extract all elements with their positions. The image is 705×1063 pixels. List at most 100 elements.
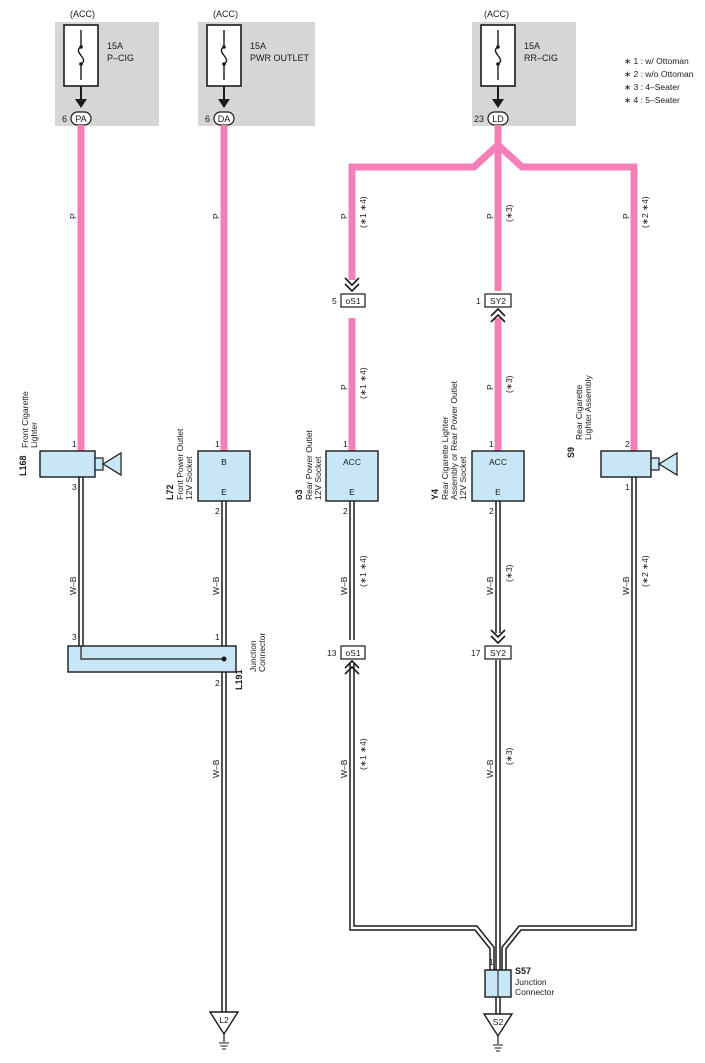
component-y4-rear-cigarette-lighter-or-outlet: ACC E 1 2 Y4 Rear Cigarette Lighter Asse…: [430, 380, 525, 516]
pin-number: 1: [625, 482, 630, 492]
wire-color-label: P: [485, 213, 495, 219]
terminal-label: B: [221, 457, 227, 467]
fuse-pin: 23: [474, 114, 484, 124]
fuse-connector-label: PA: [75, 114, 86, 124]
connector-pin: 17: [471, 648, 481, 658]
component-name: Connector: [515, 987, 554, 997]
terminal-label: E: [495, 487, 501, 497]
fuse-amp: 15A: [250, 41, 266, 51]
pin-number: 2: [343, 506, 348, 516]
wire-color-label: P: [339, 384, 349, 390]
fuse-name: P–CIG: [107, 53, 134, 63]
terminal-label: ACC: [489, 457, 507, 467]
connector-name: oS1: [345, 648, 360, 658]
connector-name: SY2: [490, 296, 506, 306]
component-name: 12V Socket: [184, 456, 194, 500]
pin-number: 3: [72, 632, 77, 642]
pin-number: 2: [215, 506, 220, 516]
wire-labels-bottom: W–B W–B W–B (∗1 ∗4) W–B (∗3) W–B (∗2 ∗4)…: [68, 555, 650, 778]
pin-number: 1: [489, 957, 494, 967]
terminal-label: E: [349, 487, 355, 497]
wire-color-label: W–B: [485, 576, 495, 595]
legend-note-4: ∗ 4 : 5–Seater: [624, 95, 680, 105]
wire-variant-note: (∗2 ∗4): [640, 555, 650, 587]
ground-symbol-icon: [218, 1042, 230, 1050]
cigarette-lighter-icon: [657, 451, 678, 477]
legend: ∗ 1 : w/ Ottoman ∗ 2 : w/o Ottoman ∗ 3 :…: [624, 56, 694, 105]
wire-color-label: P: [211, 213, 221, 219]
component-name: Junction: [248, 640, 258, 672]
component-l191-junction-connector: 3 1 2 L191 Junction Connector: [67, 632, 267, 690]
component-code: L72: [165, 484, 175, 500]
component-name: Assembly or Rear Power Outlet: [449, 380, 459, 500]
cigarette-lighter-icon: [101, 451, 122, 477]
ground-triangle-icon: [208, 1011, 240, 1036]
fuse-block-rr-cig: (ACC) 15A RR–CIG LD 23: [472, 9, 576, 126]
connector-name: oS1: [345, 296, 360, 306]
wire-color-label: W–B: [621, 576, 631, 595]
pin-number: 1: [72, 439, 77, 449]
wire-color-label: W–B: [211, 759, 221, 778]
component-s9-rear-cigarette-lighter: 2 1 S9 Rear Cigarette Lighter Assembly: [566, 375, 678, 492]
wire-variant-note: (∗3): [504, 747, 514, 765]
component-name: Junction: [515, 977, 547, 987]
component-o3-rear-power-outlet: ACC E 1 2 o3 Rear Power Outlet 12V Socke…: [294, 429, 379, 516]
legend-note-3: ∗ 3 : 4–Seater: [624, 82, 680, 92]
fuse-block-p-cig: (ACC) 15A P–CIG PA 6: [55, 9, 159, 126]
wire-variant-note: (∗3): [504, 375, 514, 393]
legend-note-2: ∗ 2 : w/o Ottoman: [624, 69, 694, 79]
wire-variant-note: (∗1 ∗4): [358, 196, 368, 228]
component-name: Rear Cigarette: [574, 384, 584, 440]
wire-color-label: W–B: [68, 576, 78, 595]
wire-p-to-os1: [348, 142, 501, 280]
pin-number: 2: [215, 678, 220, 688]
legend-note-1: ∗ 1 : w/ Ottoman: [624, 56, 689, 66]
wire-color-label: W–B: [211, 576, 221, 595]
fuse-name: PWR OUTLET: [250, 53, 310, 63]
pin-number: 1: [343, 439, 348, 449]
pin-number: 2: [489, 506, 494, 516]
terminal-label: E: [221, 487, 227, 497]
wire-color-label: P: [68, 213, 78, 219]
component-l72-front-power-outlet: B E 1 2 L72 Front Power Outlet 12V Socke…: [165, 428, 251, 516]
component-s57-junction-connector: 1 S57 Junction Connector: [484, 957, 554, 998]
pin-number: 2: [625, 439, 630, 449]
wire-variant-note: (∗1 ∗4): [358, 738, 368, 770]
component-name: Connector: [257, 633, 267, 672]
fuse-amp: 15A: [524, 41, 540, 51]
component-code: S9: [566, 447, 576, 458]
component-code: Y4: [430, 489, 440, 500]
component-name: Rear Power Outlet: [304, 429, 314, 500]
terminal-label: ACC: [343, 457, 361, 467]
wire-variant-note: (∗1 ∗4): [358, 555, 368, 587]
component-code: L168: [18, 455, 28, 476]
ground-point-s2: S2: [482, 1013, 514, 1052]
connector-pin: 13: [327, 648, 337, 658]
fuse-connector-label: DA: [218, 114, 231, 124]
component-code: o3: [294, 489, 304, 500]
component-name: Front Cigarette: [20, 391, 30, 448]
wire-variant-note: (∗3): [504, 204, 514, 222]
component-name: Rear Cigarette Lighter: [440, 416, 450, 500]
fuse-block-pwr-outlet: (ACC) 15A PWR OUTLET DA 6: [198, 9, 315, 126]
fuse-acc-label: (ACC): [70, 9, 95, 19]
ground-triangle-icon: [482, 1013, 514, 1038]
wire-color-label: W–B: [339, 576, 349, 595]
wire-labels-top: P P P (∗1 ∗4) P (∗3) P (∗2 ∗4) P (∗1 ∗4)…: [68, 196, 650, 399]
component-code: L191: [234, 669, 244, 690]
wire-variant-note: (∗1 ∗4): [358, 367, 368, 399]
fuse-name: RR–CIG: [524, 53, 558, 63]
connector-pin: 5: [332, 296, 337, 306]
pin-number: 1: [215, 632, 220, 642]
wire-color-label: P: [485, 384, 495, 390]
power-wires: [77, 125, 638, 455]
component-name: 12V Socket: [458, 456, 468, 500]
wire-color-label: P: [339, 213, 349, 219]
component-name: 12V Socket: [313, 456, 323, 500]
component-code: S57: [515, 966, 531, 976]
fuse-acc-label: (ACC): [484, 9, 509, 19]
pin-number: 3: [72, 482, 77, 492]
wire-color-label: W–B: [485, 759, 495, 778]
connector-name: SY2: [490, 648, 506, 658]
